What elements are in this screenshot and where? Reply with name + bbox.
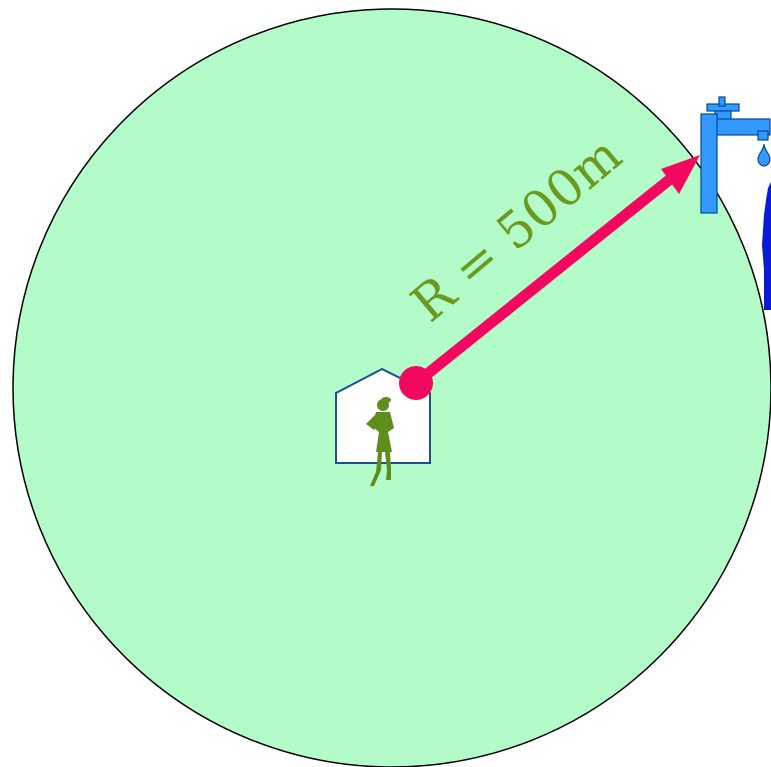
radius-arrow [399,155,700,400]
water-tap-icon [700,96,771,214]
person-icon [762,182,771,310]
center-point [399,366,433,400]
person-icon [366,397,394,486]
